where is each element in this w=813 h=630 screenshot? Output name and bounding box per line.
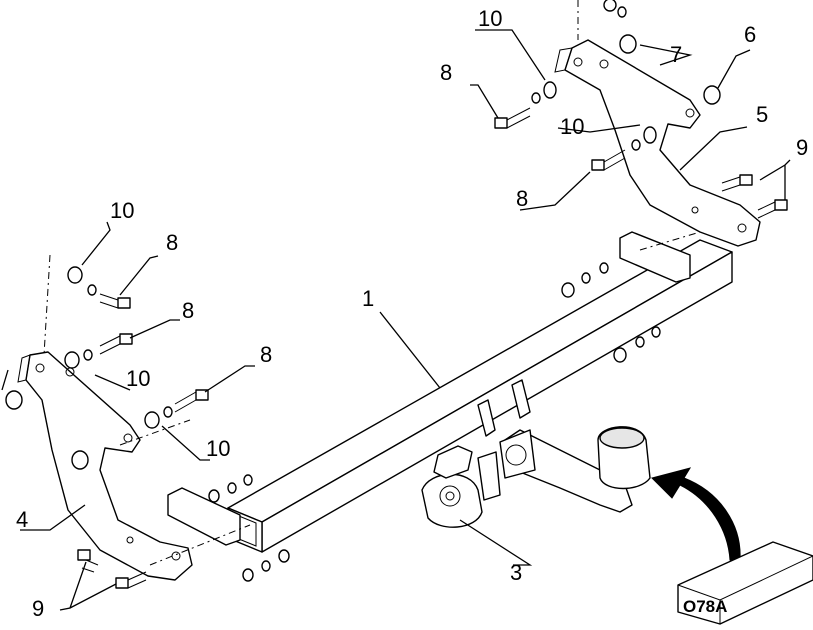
- callout-9-left: 9: [32, 596, 44, 621]
- leader-lines: [1, 29, 791, 611]
- callout-7: 7: [670, 42, 682, 67]
- main-crossbar: [167, 231, 733, 553]
- callout-3: 3: [510, 560, 522, 585]
- reference-box: O78A: [677, 541, 813, 625]
- bolt-8-middle-left: [99, 333, 133, 355]
- tow-ball-neck: [499, 426, 651, 513]
- callout-5: 5: [756, 102, 768, 127]
- right-side-bracket: [554, 39, 761, 247]
- assembly-axis-lines: [43, 0, 701, 566]
- bolt-8-lower-left: [174, 389, 209, 413]
- callout-8-middle-right: 8: [516, 186, 528, 211]
- bolt-8-upper-left: [99, 293, 131, 309]
- washers-and-nuts: [5, 0, 721, 582]
- callout-4: 4: [16, 507, 28, 532]
- left-side-bracket: [17, 351, 193, 581]
- callout-8-middle-left: 8: [182, 298, 194, 323]
- callout-10-lower-left: 10: [206, 436, 230, 461]
- callout-1: 1: [362, 286, 374, 311]
- box-label: O78A: [683, 597, 727, 616]
- bolts-9-right: [721, 174, 788, 219]
- callout-10-middle-left: 10: [126, 366, 150, 391]
- bolt-8-top-right: [494, 107, 531, 129]
- callout-labels: 1 3 4 5 6 7 8 8 8 8 8 9 9 10 10 10 10 10: [16, 6, 808, 621]
- callout-10-upper-left: 10: [110, 198, 134, 223]
- callout-8-lower-left: 8: [260, 342, 272, 367]
- socket-plate: [421, 445, 501, 528]
- bolt-8-middle-right: [591, 149, 626, 171]
- callout-8-top-right: 8: [440, 60, 452, 85]
- callout-6: 6: [744, 22, 756, 47]
- callout-10-top-right: 10: [478, 6, 502, 31]
- callout-10-middle-right: 10: [560, 114, 584, 139]
- callout-8-upper-left: 8: [166, 230, 178, 255]
- callout-9-right: 9: [796, 135, 808, 160]
- curved-arrow-indicator: [651, 467, 741, 561]
